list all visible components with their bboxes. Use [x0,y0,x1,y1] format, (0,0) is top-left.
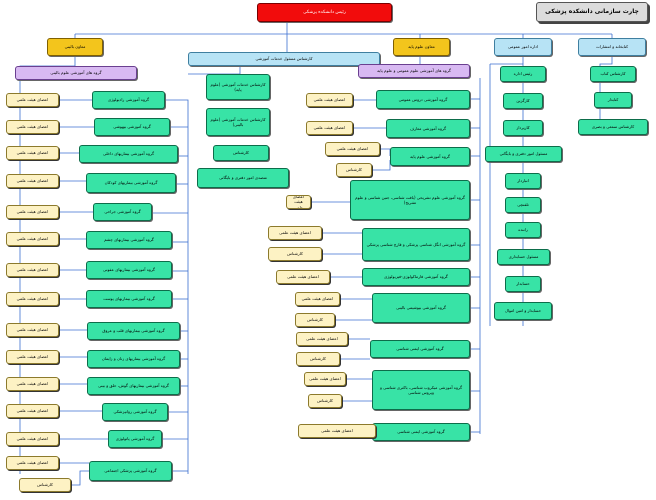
faculty-box: اعضای هیئت علمی [276,270,330,284]
edu-services-box: کارشناس مسئول خدمات آموزشی [188,52,380,66]
faculty-box: اعضای هیئت علمی [6,377,59,391]
faculty-box: اعضای هیئت علمی [298,424,376,438]
faculty-box: اعضای هیئت علمی [6,432,59,446]
edu-staff-box: کارشناس [213,145,269,161]
basic-group-box: گروه آموزشی فارماکولوژی-فیزیولوژی [362,268,470,286]
expert-box: کارشناس [295,313,335,327]
library-staff-box: کارشناس کتاب [590,66,636,82]
basic-group-box: گروه آموزشی ایمنی شناسی [370,340,470,358]
expert-box: کارشناس [296,352,340,366]
basic-group-box: گروه آموزشی بیوشیمی بالینی [372,293,470,323]
faculty-box: اعضای هیئت علمی [6,174,59,188]
clinical-group-box: گروه آموزشی بیماریهای چشم [86,231,172,249]
expert-box: کارشناس [336,163,372,177]
faculty-box: اعضای هیئت علمی [6,350,59,364]
faculty-box: اعضای هیئت علمی [6,404,59,418]
clinical-group-box: گروه آموزشی بیماریهای گوش، حلق و بینی [87,377,180,395]
faculty-box: اعضای هیئت علمی [286,195,311,209]
general-staff-box: کارگزین [503,93,543,109]
clinical-groups-header: گروه های آموزشی علوم بالینی [15,66,137,80]
edu-staff-box: متصدی امور دفتری و بایگانی [197,168,289,188]
general-staff-box: مسئول امور دفتری و بایگانی [485,146,562,162]
general-staff-box: راننده [505,222,541,238]
faculty-box: اعضای هیئت علمی [6,456,59,470]
basic-group-box: گروه آموزشی علوم تشریحی (بافت شناسی، جنی… [350,180,470,220]
basic-group-box: گروه آموزشی معارف [386,119,470,138]
general-affairs-box: اداره امور عمومی [494,38,552,56]
clinical-group-box: گروه آموزشی بیماریهای پوست [86,290,172,308]
faculty-box: اعضای هیئت علمی [6,232,59,246]
clinical-group-box: گروه آموزشی رادیولوژی [92,91,165,109]
clinical-group-box: گروه آموزشی جراحی [93,203,152,221]
faculty-box: اعضای هیئت علمی [6,205,59,219]
faculty-box: اعضای هیئت علمی [6,120,59,134]
chart-title: چارت سازمانی دانشکده پزشکی [536,2,648,22]
general-staff-box: رئیس اداره [500,66,546,82]
faculty-box: اعضای هیئت علمی [295,292,340,306]
general-staff-box: حسابدار و امین اموال [494,302,552,320]
clinical-group-box: گروه آموزشی پزشکی اجتماعی [89,461,172,481]
faculty-box: اعضای هیئت علمی [6,323,59,337]
faculty-box: اعضای هیئت علمی [6,146,59,160]
basic-group-box: گروه آموزشی علوم پایه [390,147,470,166]
clinical-group-box: گروه آموزشی بیماریهای زنان و زایمان [87,350,180,368]
clinical-group-box: گروه آموزشی بیماریهای داخلی [79,145,178,163]
library-staff-box: کتابدار [594,92,632,108]
faculty-box: اعضای هیئت علمی [296,332,348,346]
clinical-group-box: گروه آموزشی بیماریهای کودکان [86,173,176,193]
library-staff-box: کارشناس سمعی و بصری [578,119,648,135]
edu-staff-box: کارشناس خدمات آموزشی (علوم پایه) [206,74,270,100]
clinical-group-box: گروه آموزشی پاتولوژی [108,430,162,448]
clinical-group-box: گروه آموزشی روانپزشکی [102,403,168,421]
faculty-box: اعضای هیئت علمی [268,226,322,240]
clinical-deputy-box: معاون بالینی [47,38,103,56]
general-staff-box: مسئول حسابداری [497,249,550,265]
expert-box: کارشناس [308,394,342,408]
general-staff-box: کارپرداز [503,120,543,136]
basic-group-box: گروه آموزشی ایمنی شناسی [372,423,470,441]
expert-box: کارشناس [268,247,322,261]
basic-group-box: گروه آموزشی انگل شناسی پزشکی و قارچ شناس… [362,228,470,261]
general-staff-box: حسابدار [505,276,541,292]
expert-box: کارشناس [19,478,71,492]
faculty-box: اعضای هیئت علمی [6,292,59,306]
faculty-box: اعضای هیئت علمی [325,142,380,156]
faculty-box: اعضای هیئت علمی [6,263,59,277]
faculty-box: اعضای هیئت علمی [306,93,353,107]
clinical-group-box: گروه آموزشی بیماریهای عفونی [86,261,172,279]
clinical-group-box: گروه آموزشی بیهوشی [94,118,170,136]
basic-group-box: گروه آموزشی دروس عمومی [376,90,470,109]
edu-staff-box: کارشناس خدمات آموزشی (علوم بالینی) [206,108,270,136]
basic-groups-header: گروه های آموزشی علوم عمومی و علوم پایه [358,64,470,78]
general-staff-box: تلفنچی [505,197,541,213]
basic-deputy-box: معاون علوم پایه [393,38,450,56]
faculty-box: اعضای هیئت علمی [6,93,59,107]
dean-box: رئیس دانشکده پزشکی [257,3,392,22]
basic-group-box: گروه آموزشی میکروب شناسی، باکتری شناسی و… [372,370,470,410]
faculty-box: اعضای هیئت علمی [304,372,346,386]
general-staff-box: انباردار [505,173,541,189]
library-box: کتابخانه و انتشارات [578,38,646,56]
clinical-group-box: گروه آموزشی بیماریهای قلب و عروق [87,322,180,340]
faculty-box: اعضای هیئت علمی [306,121,353,135]
